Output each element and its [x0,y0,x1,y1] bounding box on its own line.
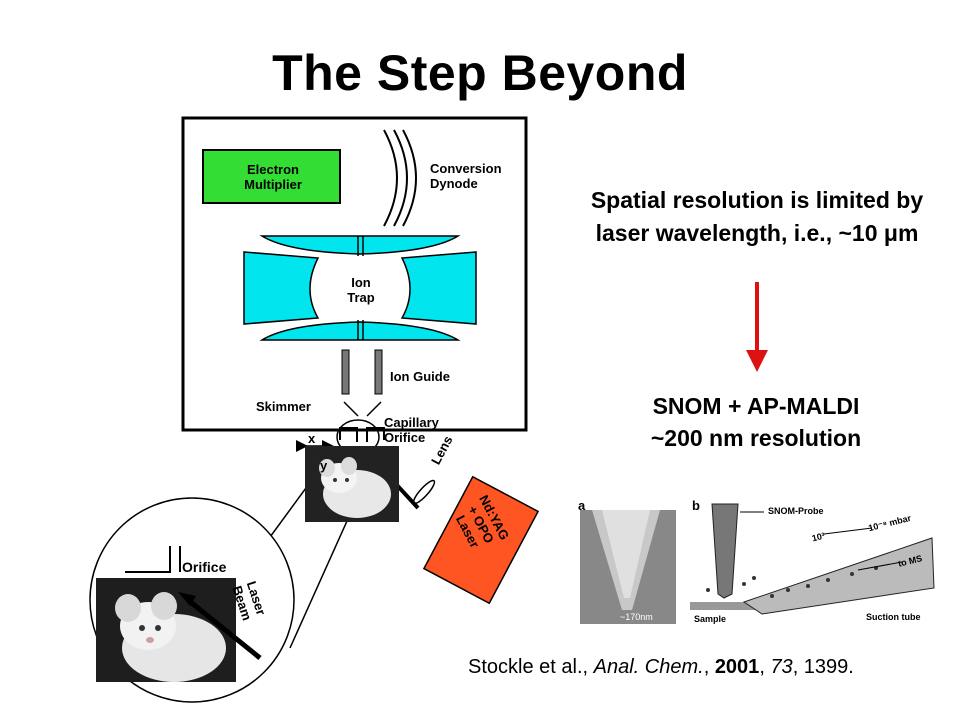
suction-tube-label: Suction tube [866,612,921,622]
micrograph-figure: a b ~170nm SNOM-Probe 10³ 10⁻⁸ mbar to M… [572,498,942,628]
electron-multiplier-box [202,149,341,204]
skimmer-right [366,401,382,417]
ion-trap-label: Ion Trap [347,275,375,305]
skimmer-label: Skimmer [256,399,311,414]
conversion-dynode-arc-1 [383,129,398,227]
ion-guide-rod-right [374,349,383,395]
electron-multiplier-label: Electron Multiplier [244,162,302,192]
panel-a-label: a [578,498,586,513]
ion-trap-top-cap [259,235,461,255]
red-arrow-head [746,350,768,372]
inset-orifice-label: Orifice [182,559,227,575]
citation-year: 2001 [714,656,760,678]
axis-y-label: y [320,458,328,473]
mouse-photo-small [305,446,399,522]
skimmer-left [343,401,359,417]
snom-probe-label: SNOM-Probe [768,506,824,516]
sample-label: Sample [694,614,727,624]
conversion-dynode-arc-2 [393,129,408,227]
citation: Stockle et al., Anal. Chem., 2001, 73, 1… [468,656,854,678]
scale-label: ~170nm [620,612,653,622]
conversion-dynode-label: Conversion Dynode [430,161,502,191]
inset-orifice-shape [125,546,181,573]
ion-guide-rod-left [341,349,350,395]
citation-volume: 73 [770,656,793,678]
citation-pages: , 1399. [792,656,854,678]
ion-trap-right-electrode [400,251,477,325]
ion-guide-label: Ion Guide [390,369,450,384]
axis-x-label: x [308,431,316,446]
capillary-orifice-label: Capillary Orifice [384,415,439,445]
ion-trap-bottom-cap [259,321,461,341]
mouse-photo-inset [96,578,236,682]
instrument-housing [181,116,528,432]
panel-b-label: b [692,498,700,513]
citation-journal: Anal. Chem. [593,656,704,678]
citation-authors: Stockle et al., [468,656,594,678]
snom-note-line1: SNOM + AP-MALDI [652,393,860,419]
laser-source-box [422,475,540,605]
conversion-dynode-arc-3 [402,129,417,227]
slide-title: The Step Beyond [272,45,688,101]
ion-trap-left-electrode [243,251,320,325]
resolution-limit-note: Spatial resolution is limited by laser w… [590,187,924,246]
snom-note-line2: ~200 nm resolution [650,425,862,451]
